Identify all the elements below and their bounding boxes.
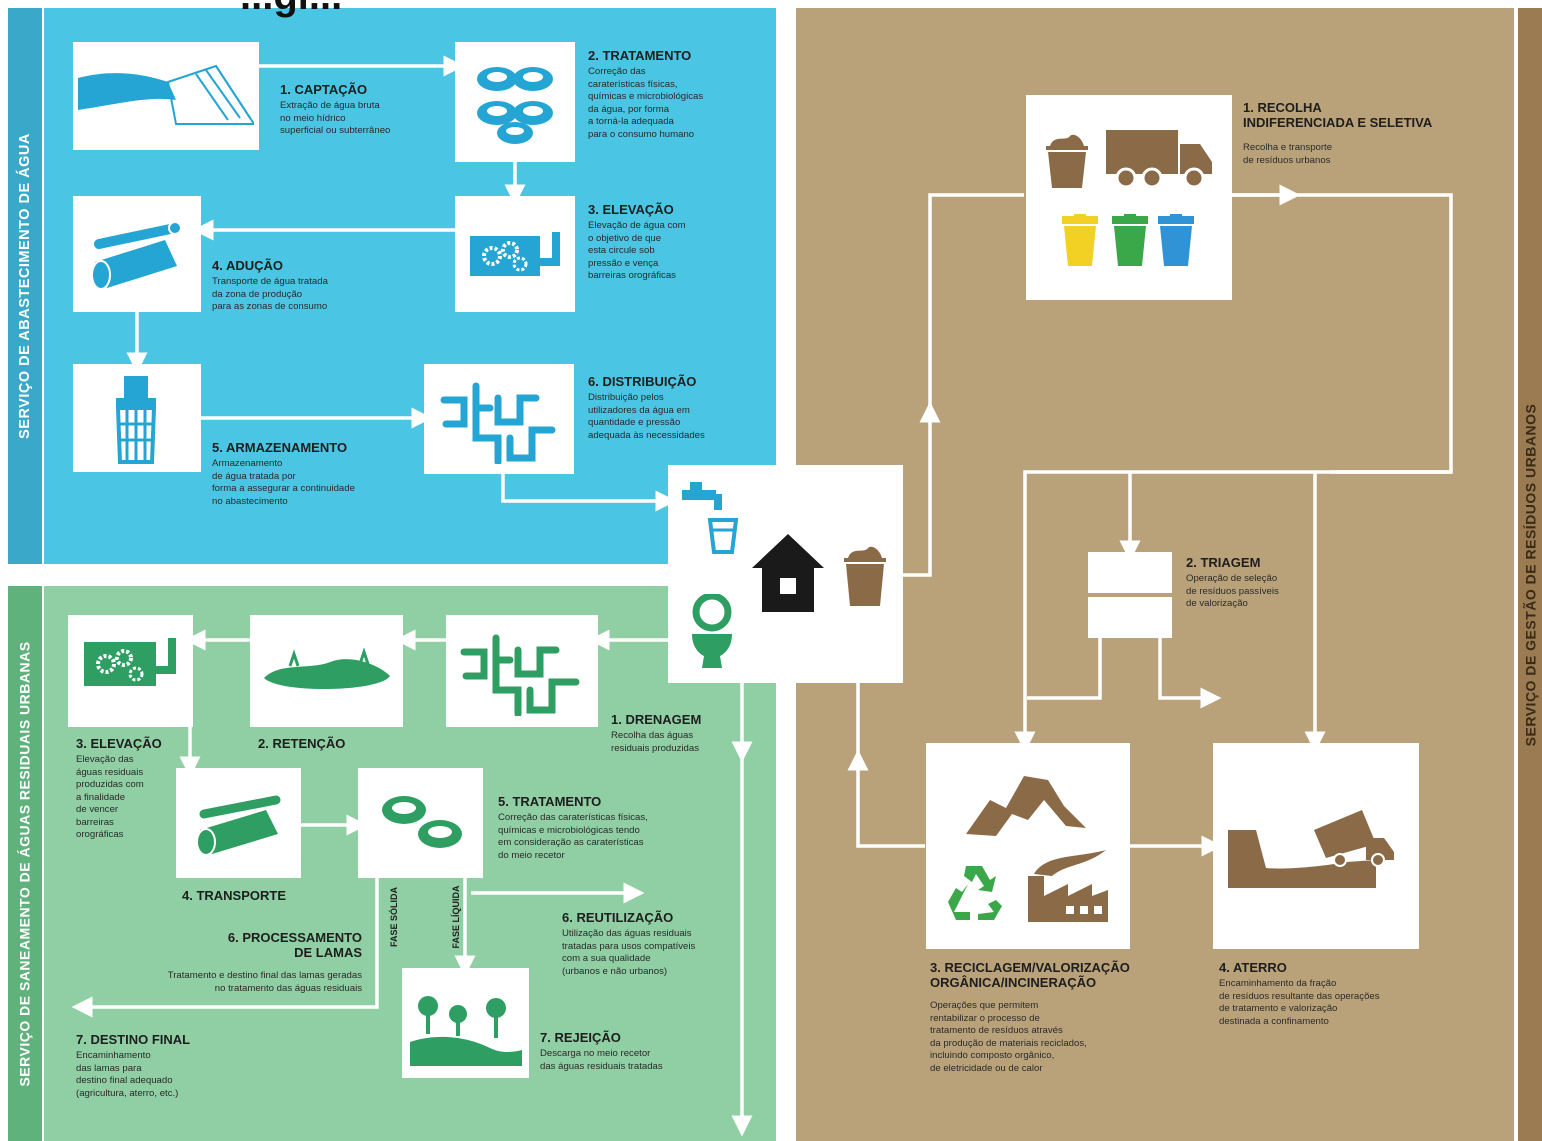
water-s4-desc: Transporte de água tratada da zona de pr… xyxy=(212,276,328,312)
garbage-truck-icon xyxy=(1106,130,1212,189)
tap-icon xyxy=(682,482,722,510)
water-s3-desc: Elevação de água com o objetivo de que e… xyxy=(588,220,686,281)
toilet-icon xyxy=(692,594,732,668)
water-s3-title: 3. ELEVAÇÃO xyxy=(588,202,674,217)
waste-bin-icon-collection xyxy=(1046,134,1088,188)
compost-heap-icon xyxy=(966,776,1086,836)
landfill-truck-icon xyxy=(1228,810,1394,888)
distribution-pipes-icon xyxy=(440,382,556,464)
bin-yellow-icon xyxy=(1062,214,1098,266)
water-s4-title: 4. ADUÇÃO xyxy=(212,258,284,273)
recycle-icon xyxy=(948,866,1002,920)
ww-s2-title: 2. RETENÇÃO xyxy=(258,736,346,751)
house-icon xyxy=(752,534,824,612)
dam-icon xyxy=(78,64,254,125)
water-supply-section-bar: SERVIÇO DE ABASTECIMENTO DE ÁGUA xyxy=(8,8,42,564)
ww-s6b-title: 6. PROCESSAMENTO DE LAMAS xyxy=(227,930,362,960)
waste-s3-desc: Operações que permitem rentabilizar o pr… xyxy=(930,1000,1087,1074)
waste-water-section-label: SERVIÇO DE SANEAMENTO DE ÁGUAS RESIDUAIS… xyxy=(17,640,33,1087)
drainage-pipes-icon xyxy=(460,634,580,716)
water-s1-title: 1. CAPTAÇÃO xyxy=(280,82,368,97)
waste-s3-title: 3. RECICLAGEM/VALORIZAÇÃO ORGÂNICA/INCIN… xyxy=(930,960,1130,990)
ww-s7a-title: 7. DESTINO FINAL xyxy=(76,1032,191,1047)
ww-s3-desc: Elevação das águas residuais produzidas … xyxy=(76,754,144,840)
ww-s7b-title: 7. REJEIÇÃO xyxy=(540,1030,621,1045)
pump-gears-icon xyxy=(470,232,560,276)
pump-gears-icon-ww xyxy=(84,638,176,686)
treatment-tanks-icon-ww xyxy=(382,796,462,848)
pipeline-icon xyxy=(91,221,182,290)
waste-s4-desc: Encaminhamento da fração de resíduos res… xyxy=(1219,978,1380,1027)
ww-s7a-desc: Encaminhamento das lamas para destino fi… xyxy=(76,1050,179,1099)
incinerator-factory-icon xyxy=(1028,850,1108,922)
ww-s7b-desc: Descarga no meio recetor das águas resid… xyxy=(540,1048,663,1072)
cup-icon xyxy=(707,518,739,554)
water-s5-title: 5. ARMAZENAMENTO xyxy=(212,440,348,455)
retention-basin-icon xyxy=(264,648,390,690)
water-s2-desc: Correção das caraterísticas físicas, quí… xyxy=(588,66,704,140)
waste-recolha-box xyxy=(1026,95,1232,300)
waste-triagem-box-top xyxy=(1088,552,1172,593)
waste-triagem-box-bottom xyxy=(1088,597,1172,638)
waste-s4-title: 4. ATERRO xyxy=(1219,960,1287,975)
phase-liquid-label: FASE LÍQUIDA xyxy=(451,885,461,949)
waste-s1-title: 1. RECOLHA INDIFERENCIADA E SELETIVA xyxy=(1243,100,1433,130)
ww-s1-desc: Recolha das águas residuais produzidas xyxy=(611,730,699,754)
water-tower-icon xyxy=(115,376,157,464)
bin-green-icon xyxy=(1112,214,1148,266)
water-s2-title: 2. TRATAMENTO xyxy=(588,48,692,63)
waste-s1-desc: Recolha e transporte de resíduos urbanos xyxy=(1243,142,1333,166)
ww-s6-desc: Utilização das águas residuais tratadas … xyxy=(562,928,696,977)
ww-s6-title: 6. REUTILIZAÇÃO xyxy=(562,910,674,925)
ww-s3-title: 3. ELEVAÇÃO xyxy=(76,736,162,751)
waste-water-section-bar: SERVIÇO DE SANEAMENTO DE ÁGUAS RESIDUAIS… xyxy=(8,586,42,1141)
ww-s4-title: 4. TRANSPORTE xyxy=(182,888,287,903)
waste-s2-title: 2. TRIAGEM xyxy=(1186,555,1261,570)
ww-tratamento-box xyxy=(358,768,483,878)
ww-s5-desc: Correção das caraterísticas físicas, quí… xyxy=(498,812,648,861)
treatment-tanks-icon xyxy=(477,67,553,144)
waste-management-section-bar: SERVIÇO DE GESTÃO DE RESÍDUOS URBANOS xyxy=(1518,8,1542,1141)
waste-management-section-label: SERVIÇO DE GESTÃO DE RESÍDUOS URBANOS xyxy=(1522,403,1539,746)
phase-solid-label: FASE SÓLIDA xyxy=(389,887,399,948)
water-s6-title: 6. DISTRIBUIÇÃO xyxy=(588,374,697,389)
water-s6-desc: Distribuição pelos utilizadores da água … xyxy=(588,392,705,441)
bin-blue-icon xyxy=(1158,214,1194,266)
ww-s1-title: 1. DRENAGEM xyxy=(611,712,702,727)
ww-s5-title: 5. TRATAMENTO xyxy=(498,794,602,809)
waste-bin-icon xyxy=(844,546,886,606)
river-trees-icon xyxy=(410,996,522,1066)
ww-s6b-desc: Tratamento e destino final das lamas ger… xyxy=(167,970,362,994)
header-fragment: ...gi... xyxy=(240,0,342,19)
water-supply-section-label: SERVIÇO DE ABASTECIMENTO DE ÁGUA xyxy=(17,133,33,439)
pipeline-icon-ww xyxy=(196,795,281,856)
water-s1-desc: Extração de água bruta no meio hídrico s… xyxy=(280,100,391,136)
water-s5-desc: Armazenamento de água tratada por forma … xyxy=(212,458,355,507)
waste-s2-desc: Operação de seleção de resíduos passívei… xyxy=(1186,573,1279,609)
